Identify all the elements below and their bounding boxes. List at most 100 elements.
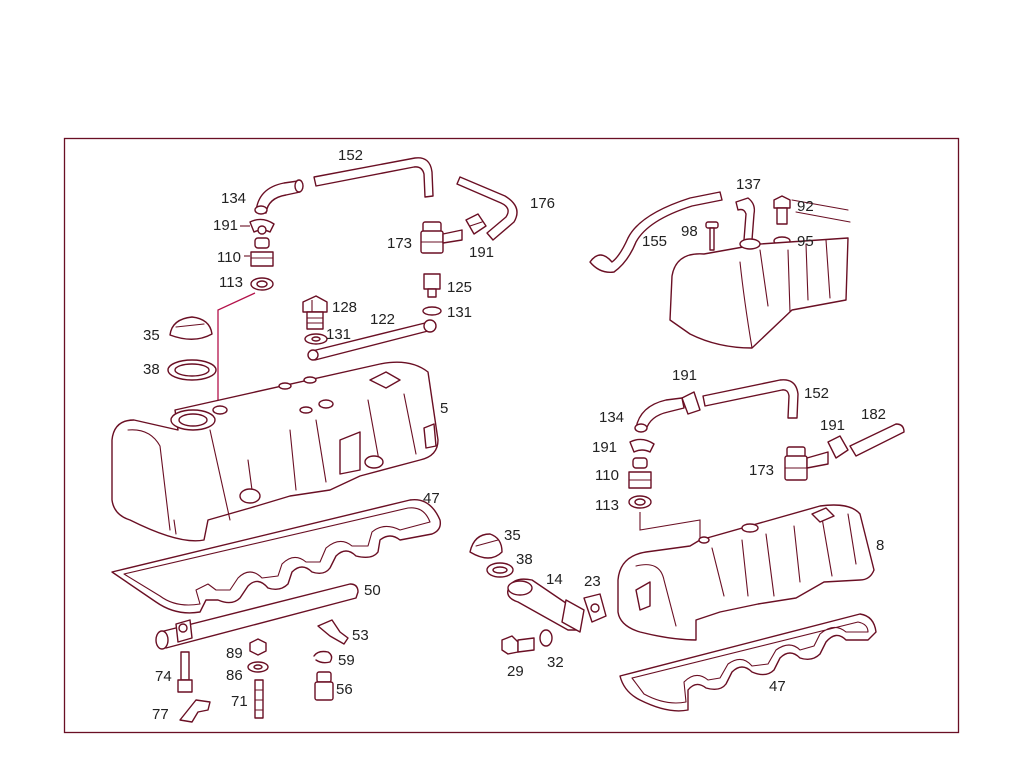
callout-191-right: 191: [592, 439, 617, 456]
hose-182: [849, 423, 905, 457]
clamp-191-right-upper: [681, 391, 701, 415]
nipple-125: [423, 273, 441, 298]
filler-neck-14: [507, 578, 585, 633]
callout-5: 5: [440, 400, 448, 417]
gasket-23: [583, 593, 607, 623]
manifold-right-top: [669, 199, 851, 349]
clamp-191-upper: [465, 213, 487, 235]
washer-131-right: [422, 306, 442, 316]
callout-71: 71: [231, 693, 248, 710]
rail-50: [155, 583, 359, 650]
hose-152-left: [313, 157, 434, 198]
callout-59: 59: [338, 652, 355, 669]
valve-173-right: [784, 446, 829, 481]
valve-173-left: [420, 221, 463, 254]
callout-14: 14: [546, 571, 563, 588]
callout-113-left: 113: [219, 274, 243, 291]
callout-122: 122: [370, 311, 395, 328]
callout-173-right: 173: [749, 462, 774, 479]
stud-74: [177, 651, 193, 693]
clamp-191-left: [249, 218, 275, 235]
callout-35-left: 35: [143, 327, 160, 344]
bolt-128: [302, 295, 328, 330]
bolt-92: [773, 195, 791, 225]
callout-176: 176: [530, 195, 555, 212]
callout-47-left: 47: [423, 490, 440, 507]
elbow-134-right: [634, 397, 685, 433]
callout-173-left: 173: [387, 235, 412, 252]
bolt-29: [501, 635, 535, 655]
callout-113-right: 113: [595, 497, 619, 514]
fitting-110-right: [628, 457, 652, 489]
callout-53: 53: [352, 627, 369, 644]
elbow-134-left: [254, 179, 304, 215]
callout-98: 98: [681, 223, 698, 240]
callout-155: 155: [642, 233, 667, 250]
elbow-137: [735, 197, 756, 241]
callout-89: 89: [226, 645, 243, 662]
nut-89: [249, 638, 267, 656]
callout-131-left: 131: [326, 326, 351, 343]
filler-cap-35-left: [169, 316, 213, 340]
callout-191-left: 191: [213, 217, 238, 234]
callout-38-left: 38: [143, 361, 160, 378]
washer-113-left: [250, 277, 274, 291]
callout-77: 77: [152, 706, 169, 723]
washer-131-left: [304, 333, 328, 345]
callout-74: 74: [155, 668, 172, 685]
callout-152-right: 152: [804, 385, 829, 402]
callout-152-left: 152: [338, 147, 363, 164]
filler-cap-35-right: [469, 533, 503, 559]
leader-113-left: [217, 292, 256, 403]
callout-191-upper: 191: [469, 244, 494, 261]
pin-98: [705, 221, 719, 251]
gasket-47-right: [619, 613, 877, 712]
gasket-47-left: [111, 498, 442, 614]
callout-8: 8: [876, 537, 884, 554]
clip-53: [317, 619, 349, 645]
callout-29: 29: [507, 663, 524, 680]
callout-32: 32: [547, 654, 564, 671]
callout-137: 137: [736, 176, 761, 193]
fitting-110-left: [250, 237, 274, 267]
callout-191-right-upper: 191: [672, 367, 697, 384]
callout-56: 56: [336, 681, 353, 698]
callout-134-right: 134: [599, 409, 624, 426]
callout-labels: 152 134 191 110 113 176 173 191 125 128 …: [143, 147, 886, 723]
callout-110-left: 110: [217, 249, 241, 266]
callout-131-right: 131: [447, 304, 472, 321]
callout-125: 125: [447, 279, 472, 296]
callout-86: 86: [226, 667, 243, 684]
callout-47-right: 47: [769, 678, 786, 695]
callout-134-left: 134: [221, 190, 246, 207]
seal-38-left: [167, 359, 217, 381]
callout-23: 23: [584, 573, 601, 590]
hose-152-right: [702, 379, 799, 419]
washer-32: [539, 629, 553, 647]
leader-113-right: [639, 512, 701, 540]
callout-35-right: 35: [504, 527, 521, 544]
seal-38-right: [486, 562, 514, 578]
valve-cover-8: [617, 504, 875, 641]
screw-56: [314, 671, 334, 701]
stud-71: [254, 679, 264, 719]
callout-50: 50: [364, 582, 381, 599]
callout-38-right: 38: [516, 551, 533, 568]
bracket-77: [179, 699, 211, 723]
callout-95: 95: [797, 233, 814, 250]
washer-113-right: [628, 495, 652, 509]
callout-191-right-lower: 191: [820, 417, 845, 434]
valve-cover-5: [111, 361, 439, 542]
clamp-191-right: [629, 438, 655, 453]
lockwasher-59: [313, 650, 333, 664]
hose-176: [456, 176, 518, 241]
callout-92: 92: [797, 198, 814, 215]
washer-86: [247, 661, 269, 673]
clamp-191-right-lower: [827, 435, 849, 459]
hose-155: [589, 191, 723, 273]
callout-110-right: 110: [595, 467, 619, 484]
tube-122: [307, 319, 437, 361]
callout-128: 128: [332, 299, 357, 316]
diagram-frame: [63, 137, 960, 734]
